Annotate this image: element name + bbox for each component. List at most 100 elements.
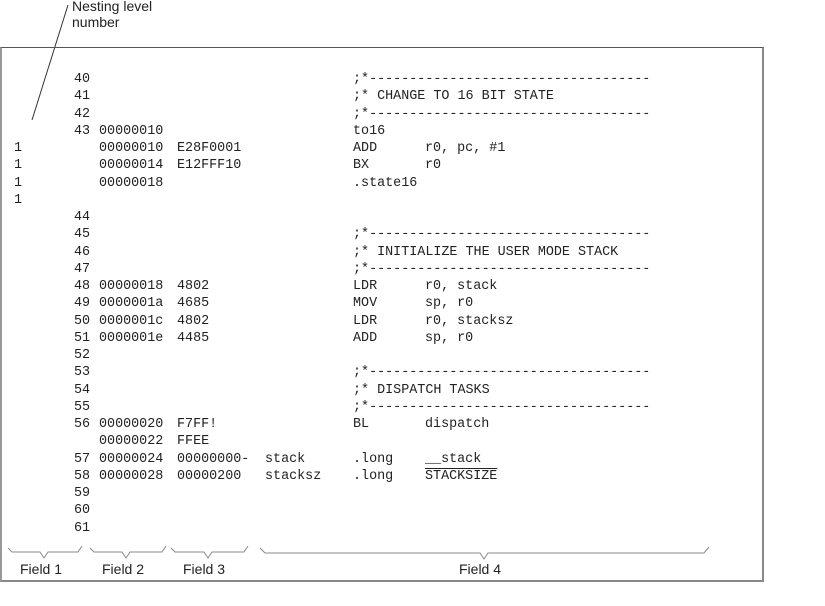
address: 00000018: [99, 279, 164, 294]
comment: ;*-----------------------------------: [353, 106, 651, 122]
source-label: stacksz: [265, 468, 322, 484]
listing-row: 56 00000020 F7FF! BL dispatch: [0, 416, 765, 433]
comment: ;*-----------------------------------: [353, 72, 651, 87]
listing-row: 1 00000014 E12FFF10 BX r0: [0, 157, 765, 174]
field2-label: Field 2: [102, 561, 145, 577]
line-number: 45: [74, 227, 91, 243]
comment: ;*-----------------------------------: [353, 399, 651, 415]
address: 0000001c: [99, 313, 164, 329]
listing-row: 52: [0, 347, 765, 364]
line-number: 47: [74, 261, 91, 277]
operand: __stack: [425, 451, 482, 467]
object-code: 4802: [177, 313, 210, 329]
directive: .long: [353, 468, 394, 484]
field-brackets: [7, 545, 710, 560]
line-number: 53: [74, 365, 91, 381]
listing-row: 50 0000001c 4802 LDR r0, stacksz: [0, 313, 765, 330]
address: 00000014: [99, 158, 164, 174]
listing-row: 57 00000024 00000000- stack .long __stac…: [0, 451, 765, 468]
address: 00000018: [99, 175, 164, 191]
source-label: stack: [265, 451, 306, 467]
nesting-level-annotation: Nesting level number: [72, 0, 152, 30]
line-number: 43: [74, 123, 91, 139]
listing-row: 1 00000018 .state16: [0, 175, 765, 192]
address: 0000001a: [99, 296, 164, 312]
line-number: 44: [74, 210, 91, 225]
mnemonic: MOV: [353, 296, 378, 312]
operand: r0, stack: [425, 279, 498, 294]
line-number: 59: [74, 486, 91, 501]
line-number: 41: [74, 89, 91, 105]
listing-row: 00000022 FFEE: [0, 433, 765, 450]
annotation-pointer-line: [31, 4, 69, 121]
address: 00000022: [99, 434, 164, 450]
listing-row: 49 0000001a 4685 MOV sp, r0: [0, 295, 765, 312]
address: 00000020: [99, 417, 164, 432]
line-number: 55: [74, 399, 91, 415]
assembler-listing: 40 ;*-----------------------------------…: [0, 71, 765, 537]
operand: sp, r0: [425, 330, 474, 346]
source-label: to16: [353, 123, 386, 139]
line-number: 51: [74, 330, 91, 346]
object-code: 00000000-: [177, 451, 250, 467]
listing-row: 45 ;*-----------------------------------: [0, 226, 765, 243]
address: 00000010: [99, 141, 164, 156]
object-code: 00000200: [177, 468, 242, 484]
listing-row: 40 ;*-----------------------------------: [0, 71, 765, 88]
comment: ;*-----------------------------------: [353, 365, 651, 381]
operand: dispatch: [425, 417, 490, 432]
object-code: FFEE: [177, 434, 210, 450]
comment: ;*-----------------------------------: [353, 227, 651, 243]
field3-bracket: [170, 545, 249, 559]
address: 00000028: [99, 468, 164, 484]
operand: r0, stacksz: [425, 313, 514, 329]
listing-row: 53 ;*-----------------------------------: [0, 364, 765, 381]
listing-row: 59: [0, 485, 765, 502]
listing-row: 46 ;* INITIALIZE THE USER MODE STACK: [0, 244, 765, 261]
mnemonic: BL: [353, 417, 370, 432]
nesting-level: 1: [14, 192, 23, 208]
mnemonic: BX: [353, 158, 370, 174]
listing-row: 44: [0, 209, 765, 226]
mnemonic: ADD: [353, 330, 378, 346]
mnemonic: LDR: [353, 279, 378, 294]
line-number: 54: [74, 382, 91, 398]
object-code: E28F0001: [177, 141, 242, 156]
operand: sp, r0: [425, 296, 474, 312]
line-number: 56: [74, 417, 91, 432]
line-number: 40: [74, 72, 91, 87]
object-code: E12FFF10: [177, 158, 242, 174]
listing-row: 54 ;* DISPATCH TASKS: [0, 382, 765, 399]
line-number: 42: [74, 106, 91, 122]
line-number: 61: [74, 520, 91, 536]
object-code: 4485: [177, 330, 210, 346]
object-code: 4802: [177, 279, 210, 294]
line-number: 48: [74, 279, 91, 294]
listing-row: 1: [0, 192, 765, 209]
comment: ;* CHANGE TO 16 BIT STATE: [353, 89, 554, 105]
field4-bracket: [259, 546, 710, 560]
operand: r0, pc, #1: [425, 141, 506, 156]
listing-row: 51 0000001e 4485 ADD sp, r0: [0, 330, 765, 347]
line-number: 57: [74, 451, 91, 467]
nesting-level: 1: [14, 158, 23, 174]
nesting-level: 1: [14, 175, 23, 191]
address: 0000001e: [99, 330, 164, 346]
listing-row: 42 ;*-----------------------------------: [0, 106, 765, 123]
listing-row: 60: [0, 502, 765, 519]
line-number: 58: [74, 468, 91, 484]
address: 00000024: [99, 451, 164, 467]
directive: .state16: [353, 175, 418, 191]
field4-label: Field 4: [459, 561, 502, 577]
listing-row: 41 ;* CHANGE TO 16 BIT STATE: [0, 88, 765, 105]
listing-row: 43 00000010 to16: [0, 123, 765, 140]
line-number: 46: [74, 244, 91, 260]
annotation-label-line2: number: [72, 14, 120, 30]
nesting-level: 1: [14, 141, 23, 156]
line-number: 60: [74, 503, 91, 519]
address: 00000010: [99, 123, 164, 139]
listing-row: 55 ;*-----------------------------------: [0, 399, 765, 416]
operand: r0: [425, 158, 442, 174]
listing-row: 47 ;*-----------------------------------: [0, 261, 765, 278]
field3-label: Field 3: [183, 561, 226, 577]
